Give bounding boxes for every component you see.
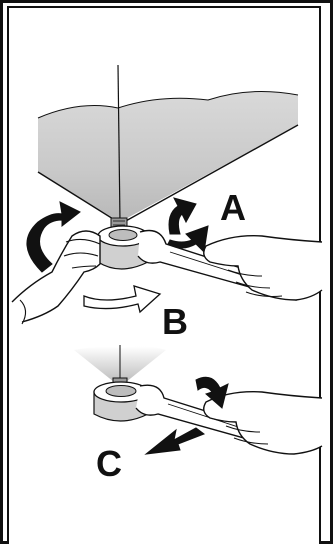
- rotation-arrow-b: [83, 285, 162, 314]
- label-b: B: [162, 301, 188, 342]
- left-hand: [11, 230, 101, 325]
- label-c: C: [96, 443, 122, 484]
- rotation-arrow-a: [167, 197, 209, 254]
- arrow-c: [144, 427, 206, 455]
- lower-right-hand: [203, 391, 323, 455]
- tighten-arrow: [195, 376, 229, 409]
- lower-base-surface: [74, 345, 166, 382]
- upper-right-hand: [203, 235, 323, 301]
- rotation-arrow-left: [26, 201, 81, 273]
- upper-base-surface: [37, 64, 299, 223]
- label-a: A: [220, 187, 246, 228]
